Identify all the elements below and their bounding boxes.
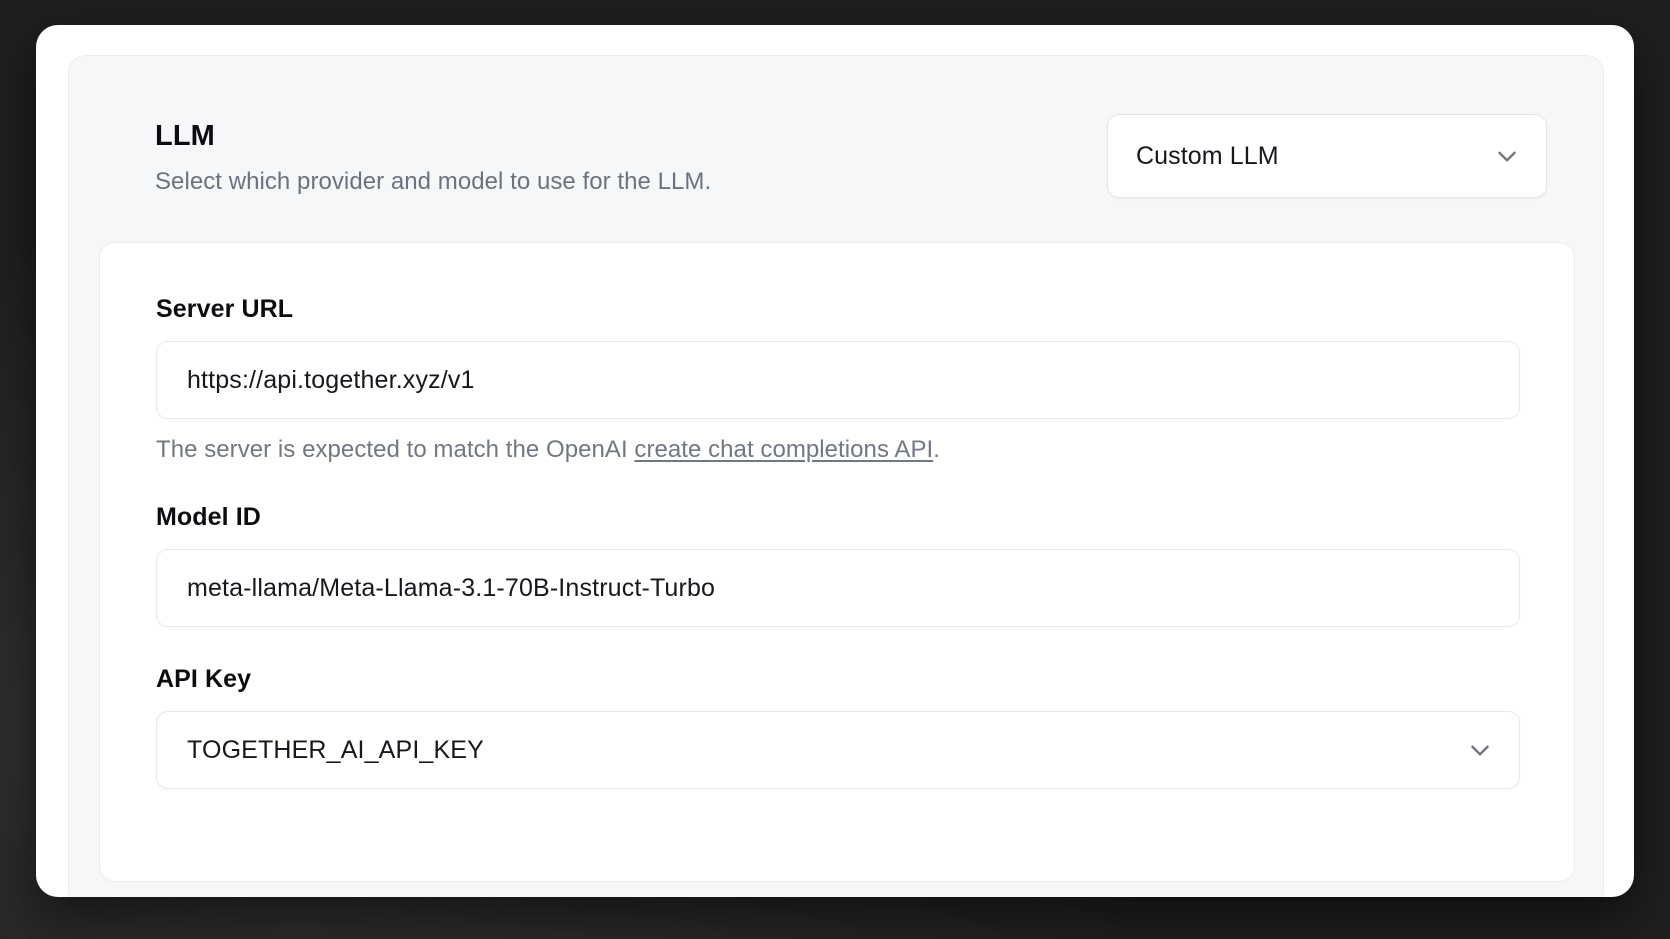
llm-settings-card: LLM Select which provider and model to u… <box>68 55 1604 897</box>
section-description: Select which provider and model to use f… <box>155 168 712 196</box>
llm-config-card: Server URL https://api.together.xyz/v1 T… <box>99 242 1575 882</box>
window-panel: LLM Select which provider and model to u… <box>36 25 1634 897</box>
api-key-select-value: TOGETHER_AI_API_KEY <box>187 735 484 764</box>
field-api-key: API Key TOGETHER_AI_API_KEY <box>156 665 1520 789</box>
server-url-input-value: https://api.together.xyz/v1 <box>187 365 475 394</box>
field-server-url: Server URL https://api.together.xyz/v1 T… <box>156 295 1520 465</box>
chevron-down-icon <box>1467 737 1493 763</box>
server-url-helper-text: The server is expected to match the Open… <box>156 435 1518 465</box>
model-id-label: Model ID <box>156 503 261 531</box>
page-title: LLM <box>155 120 215 152</box>
llm-section-header: LLM Select which provider and model to u… <box>69 56 1603 198</box>
api-key-label: API Key <box>156 665 252 693</box>
llm-provider-select[interactable]: Custom LLM <box>1107 114 1547 198</box>
api-key-select[interactable]: TOGETHER_AI_API_KEY <box>156 711 1520 789</box>
llm-provider-select-value: Custom LLM <box>1136 141 1279 170</box>
model-id-input[interactable]: meta-llama/Meta-Llama-3.1-70B-Instruct-T… <box>156 549 1520 627</box>
model-id-input-value: meta-llama/Meta-Llama-3.1-70B-Instruct-T… <box>187 573 716 602</box>
create-chat-completions-api-link[interactable]: create chat completions API <box>634 436 934 463</box>
server-url-label: Server URL <box>156 295 294 323</box>
server-url-helper-suffix: . <box>933 436 940 463</box>
llm-section-header-text: LLM Select which provider and model to u… <box>155 114 711 197</box>
server-url-helper-prefix: The server is expected to match the Open… <box>156 436 635 463</box>
field-model-id: Model ID meta-llama/Meta-Llama-3.1-70B-I… <box>156 503 1520 627</box>
server-url-input[interactable]: https://api.together.xyz/v1 <box>156 341 1520 419</box>
chevron-down-icon <box>1494 143 1520 169</box>
